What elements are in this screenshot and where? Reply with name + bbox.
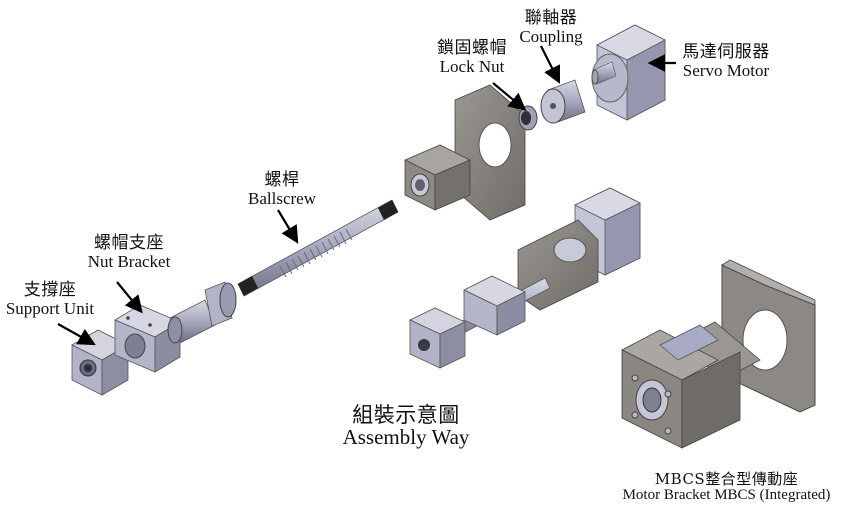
label-servo-motor: 馬達伺服器 Servo Motor [678,42,774,80]
callout-arrows [57,45,676,346]
assembled-view [409,187,641,369]
arrow-coupling [540,45,560,84]
label-mbcs-product-en: Motor Bracket MBCS (Integrated) [622,486,831,503]
label-support-unit-en: Support Unit [5,298,95,318]
label-support-unit-zh: 支撐座 [23,280,77,300]
label-lock-nut: 鎖固螺帽 Lock Nut [432,38,512,76]
label-lock-nut-zh: 鎖固螺帽 [437,38,507,58]
label-ballscrew: 螺桿 Ballscrew [244,170,320,208]
ballscrew-part [237,199,399,297]
ball-nut-part [167,281,237,344]
label-nut-bracket: 螺帽支座 Nut Bracket [84,233,174,271]
motor-bracket-part [404,84,526,221]
label-servo-motor-zh: 馬達伺服器 [682,42,770,62]
label-mbcs-product: MBCS整合型傳動座 Motor Bracket MBCS (Integrate… [604,470,849,504]
label-nut-bracket-zh: 螺帽支座 [94,233,164,253]
label-nut-bracket-en: Nut Bracket [87,251,171,271]
arrow-nut-bracket [116,281,143,314]
label-ballscrew-zh: 螺桿 [264,170,300,190]
servo-motor-part [591,24,666,121]
label-coupling-en: Coupling [519,26,583,46]
diagram-title: 組裝示意圖 Assembly Way [338,404,474,448]
diagram-title-en: Assembly Way [342,425,470,450]
label-coupling-zh: 聯軸器 [524,8,578,28]
label-ballscrew-en: Ballscrew [248,188,316,208]
arrow-support-unit [57,323,96,346]
label-servo-motor-en: Servo Motor [682,60,770,80]
lock-nut-part [518,105,538,131]
mbcs-bracket-part [621,259,816,449]
diagram-title-zh: 組裝示意圖 [352,403,460,427]
label-coupling: 聯軸器 Coupling [518,8,584,46]
coupling-part [540,79,586,124]
arrow-lock-nut [492,82,527,111]
label-mbcs-product-zh: MBCS整合型傳動座 [654,470,799,488]
label-lock-nut-en: Lock Nut [439,56,505,76]
arrow-ballscrew [277,209,299,244]
label-support-unit: 支撐座 Support Unit [2,280,98,318]
